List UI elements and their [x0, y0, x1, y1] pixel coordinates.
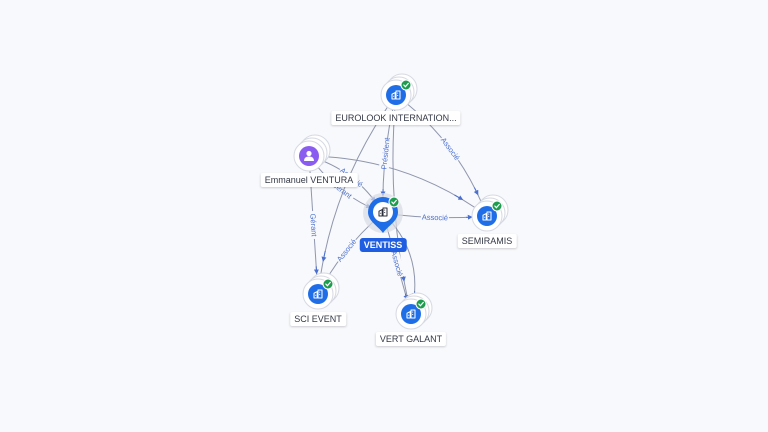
- edge-label-bg: [333, 236, 360, 265]
- edge-label: Associé: [389, 250, 405, 278]
- edge-label: Président: [379, 136, 391, 169]
- edge-label-bg: [388, 248, 406, 279]
- node-label-vert-galant[interactable]: VERT GALANT: [375, 332, 447, 346]
- verified-check-icon: [322, 278, 334, 290]
- node-emmanuel[interactable]: [293, 134, 331, 172]
- edge-arrow: [321, 250, 327, 262]
- edge-line: [308, 155, 488, 217]
- node-eurolook[interactable]: [380, 73, 418, 111]
- edge-label: Associé: [335, 237, 358, 263]
- node-semiramis[interactable]: [471, 194, 509, 232]
- edge-arrow: [473, 187, 479, 196]
- verified-check-icon: [415, 298, 427, 310]
- edge-label: Associé: [439, 136, 462, 162]
- edge[interactable]: [308, 155, 488, 217]
- edge-label-bg: [420, 212, 450, 223]
- building-icon: [406, 309, 416, 319]
- node-vert-galant[interactable]: [395, 292, 433, 330]
- verified-check-icon: [491, 200, 503, 212]
- building-icon: [391, 90, 401, 100]
- edge-label: Gérant: [308, 213, 319, 237]
- node-ventiss[interactable]: [363, 193, 403, 233]
- nodes-layer: [293, 73, 509, 330]
- edge-arrow: [454, 194, 464, 201]
- node-label-semiramis[interactable]: SEMIRAMIS: [457, 234, 517, 248]
- node-label-eurolook[interactable]: EUROLOOK INTERNATION...: [331, 111, 461, 125]
- verified-check-icon: [400, 79, 412, 91]
- node-sci-event[interactable]: [302, 272, 340, 310]
- building-icon: [482, 211, 492, 221]
- edge-label: Associé: [422, 213, 448, 223]
- edge-label-bg: [437, 134, 463, 164]
- building-icon: [313, 289, 323, 299]
- building-icon: [378, 207, 388, 217]
- node-label-ventiss[interactable]: VENTISS: [359, 238, 407, 252]
- verified-check-icon: [388, 196, 400, 208]
- node-label-sci-event[interactable]: SCI EVENT: [290, 312, 346, 326]
- node-label-emmanuel[interactable]: Emmanuel VENTURA: [260, 173, 358, 187]
- edge-label-bg: [307, 210, 320, 240]
- edge-label-bg: [379, 139, 392, 169]
- person-icon: [304, 150, 314, 161]
